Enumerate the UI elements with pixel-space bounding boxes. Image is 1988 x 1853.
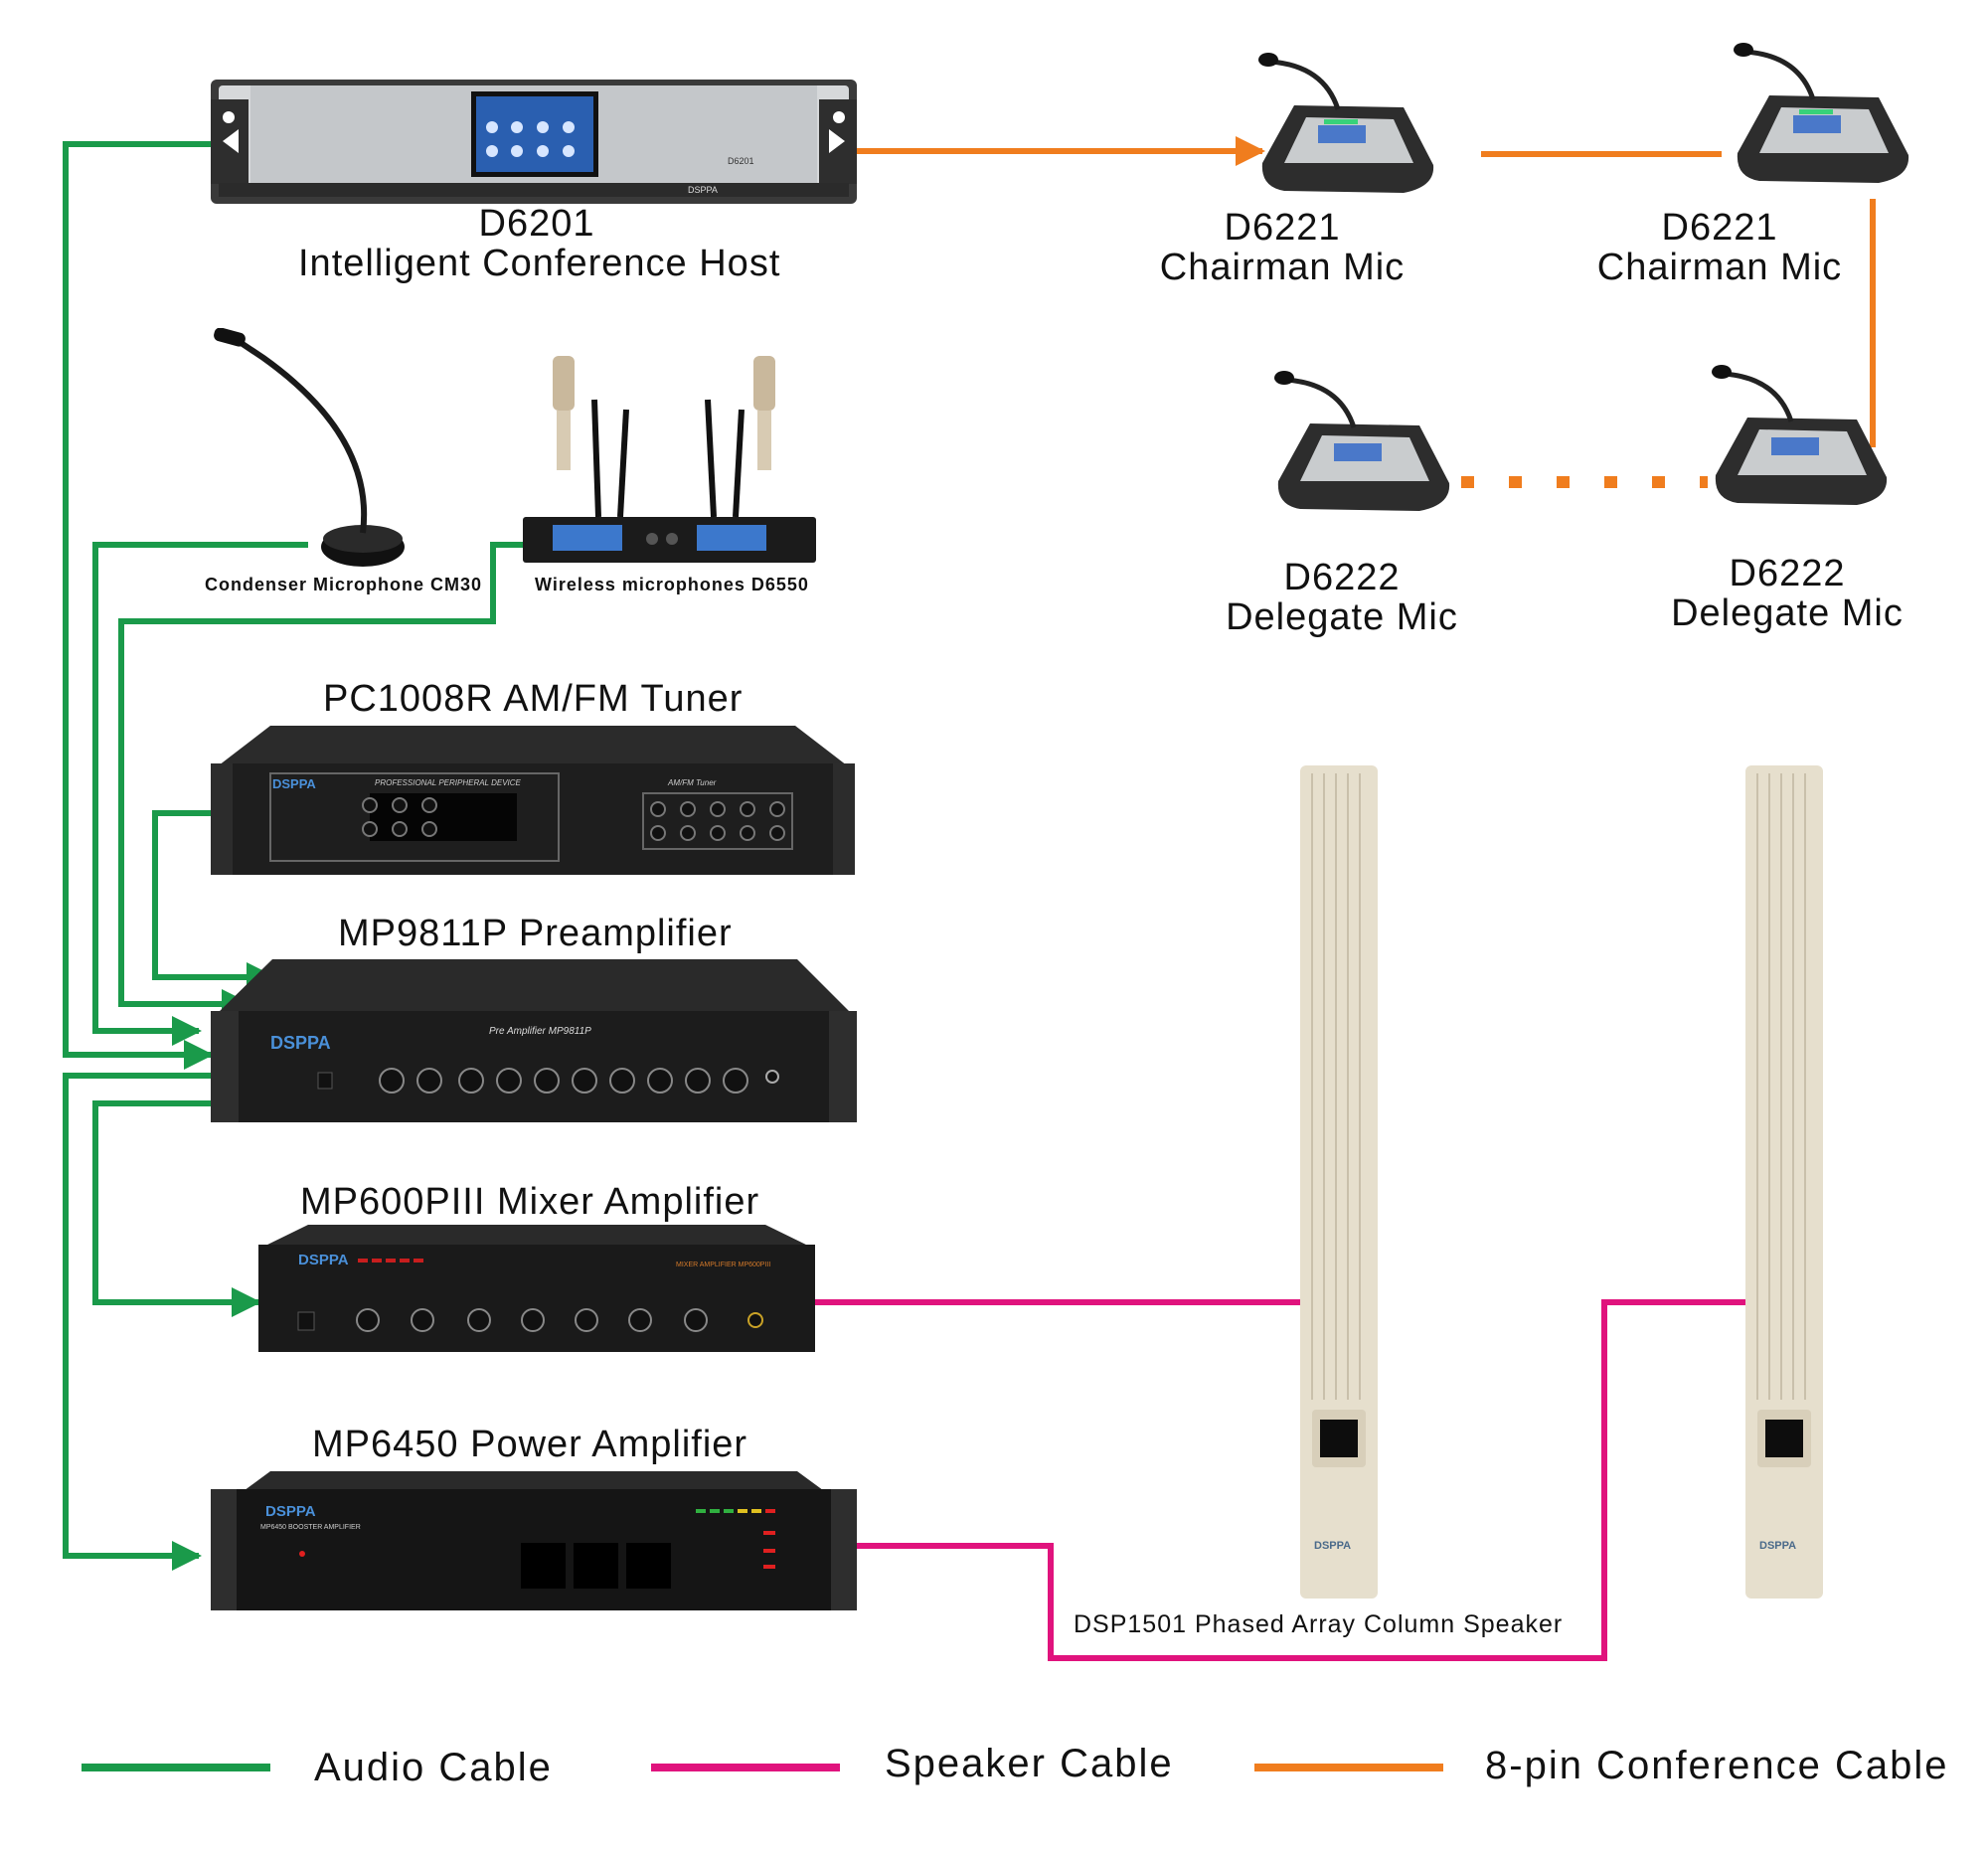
column-speaker-2-brand: DSPPA xyxy=(1759,1540,1796,1552)
mixer-panel-brand: DSPPA xyxy=(298,1252,349,1268)
delegate-mic-2-unit xyxy=(1712,365,1888,505)
condenser-microphone-label: Condenser Microphone CM30 xyxy=(205,575,483,594)
legend-speaker-swatch xyxy=(651,1764,840,1771)
column-speaker-2-unit: DSPPA xyxy=(1745,765,1823,1599)
chairman-mic-2-name: Chairman Mic xyxy=(1596,246,1843,288)
legend-speaker-label: Speaker Cable xyxy=(885,1742,1174,1785)
speaker-cable-power xyxy=(857,1299,1749,1661)
conference-host-unit: D6201 DSPPA xyxy=(211,80,857,204)
condenser-microphone-unit xyxy=(214,328,405,567)
power-panel-brand: DSPPA xyxy=(265,1503,316,1520)
audio-cable-to-power xyxy=(63,1073,211,1571)
power-panel-model: MP6450 BOOSTER AMPLIFIER xyxy=(260,1524,361,1531)
delegate-mic-1-unit xyxy=(1274,371,1450,511)
chairman-mic-1-model: D6221 xyxy=(1224,207,1341,249)
legend-conference-label: 8-pin Conference Cable xyxy=(1485,1744,1949,1787)
wireless-microphone-unit xyxy=(523,356,816,563)
chairman-mic-1-name: Chairman Mic xyxy=(1159,246,1406,288)
delegate-mic-2-label: D6222 Delegate Mic xyxy=(1628,553,1946,634)
preamp-panel-brand: DSPPA xyxy=(270,1033,331,1053)
legend-conference-swatch xyxy=(1254,1764,1443,1771)
power-amplifier-unit: DSPPA MP6450 BOOSTER AMPLIFIER xyxy=(211,1471,857,1610)
host-panel-model: D6201 xyxy=(728,156,754,166)
audio-cable-host xyxy=(63,141,214,1070)
audio-cable-tuner xyxy=(152,810,276,992)
preamp-panel-model: Pre Amplifier MP9811P xyxy=(489,1026,591,1037)
column-speaker-1-brand: DSPPA xyxy=(1314,1540,1351,1552)
audio-cable-wireless xyxy=(118,542,527,1019)
tuner-panel-brand: DSPPA xyxy=(272,776,316,791)
delegate-mic-1-name: Delegate Mic xyxy=(1226,595,1458,638)
power-amplifier-label: MP6450 Power Amplifier xyxy=(312,1424,748,1465)
legend-audio-swatch xyxy=(82,1764,270,1771)
chairman-mic-2-model: D6221 xyxy=(1661,207,1778,249)
delegate-mic-2-model: D6222 xyxy=(1729,553,1846,594)
column-speaker-1-unit: DSPPA xyxy=(1300,765,1378,1599)
wireless-microphone-label: Wireless microphones D6550 xyxy=(535,575,809,594)
audio-cable-condenser xyxy=(92,542,308,1046)
host-name: Intelligent Conference Host xyxy=(298,242,781,284)
column-speaker-label: DSP1501 Phased Array Column Speaker xyxy=(1074,1610,1564,1638)
preamp-label: MP9811P Preamplifier xyxy=(338,913,733,954)
tuner-panel-mode: AM/FM Tuner xyxy=(667,778,717,787)
mixer-panel-model: MIXER AMPLIFIER MP600PIII xyxy=(676,1262,770,1268)
host-label: D6201 Intelligent Conference Host xyxy=(298,203,781,284)
legend-audio-label: Audio Cable xyxy=(314,1746,553,1789)
host-model: D6201 xyxy=(478,203,595,245)
mixer-amplifier-unit: DSPPA MIXER AMPLIFIER MP600PIII xyxy=(258,1225,815,1352)
mixer-amplifier-label: MP600PIII Mixer Amplifier xyxy=(300,1181,760,1223)
audio-cable-to-mixer xyxy=(92,1100,261,1317)
delegate-mic-1-label: D6222 Delegate Mic xyxy=(1183,557,1501,638)
delegate-mic-1-model: D6222 xyxy=(1283,557,1401,598)
preamplifier-unit: DSPPA Pre Amplifier MP9811P xyxy=(211,959,857,1122)
chairman-mic-2-unit xyxy=(1734,43,1909,183)
chairman-mic-1-unit xyxy=(1258,53,1434,193)
chairman-mic-2-label: D6221 Chairman Mic xyxy=(1561,207,1879,288)
delegate-mic-2-name: Delegate Mic xyxy=(1671,591,1904,634)
am-fm-tuner-unit: DSPPA PROFESSIONAL PERIPHERAL DEVICE AM/… xyxy=(211,726,855,875)
host-panel-brand: DSPPA xyxy=(688,185,718,195)
tuner-label: PC1008R AM/FM Tuner xyxy=(323,678,744,720)
tuner-panel-text: PROFESSIONAL PERIPHERAL DEVICE xyxy=(375,778,522,787)
chairman-mic-1-label: D6221 Chairman Mic xyxy=(1123,207,1441,288)
